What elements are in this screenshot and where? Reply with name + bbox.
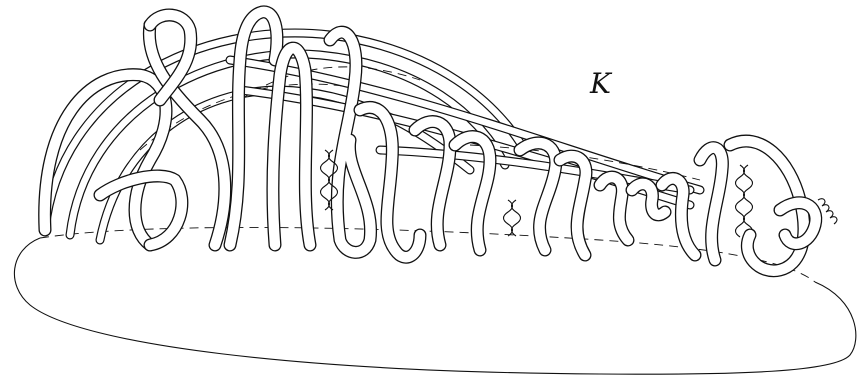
right-loops bbox=[520, 141, 837, 271]
knot-label: K bbox=[590, 70, 611, 98]
base-disk bbox=[14, 238, 855, 374]
